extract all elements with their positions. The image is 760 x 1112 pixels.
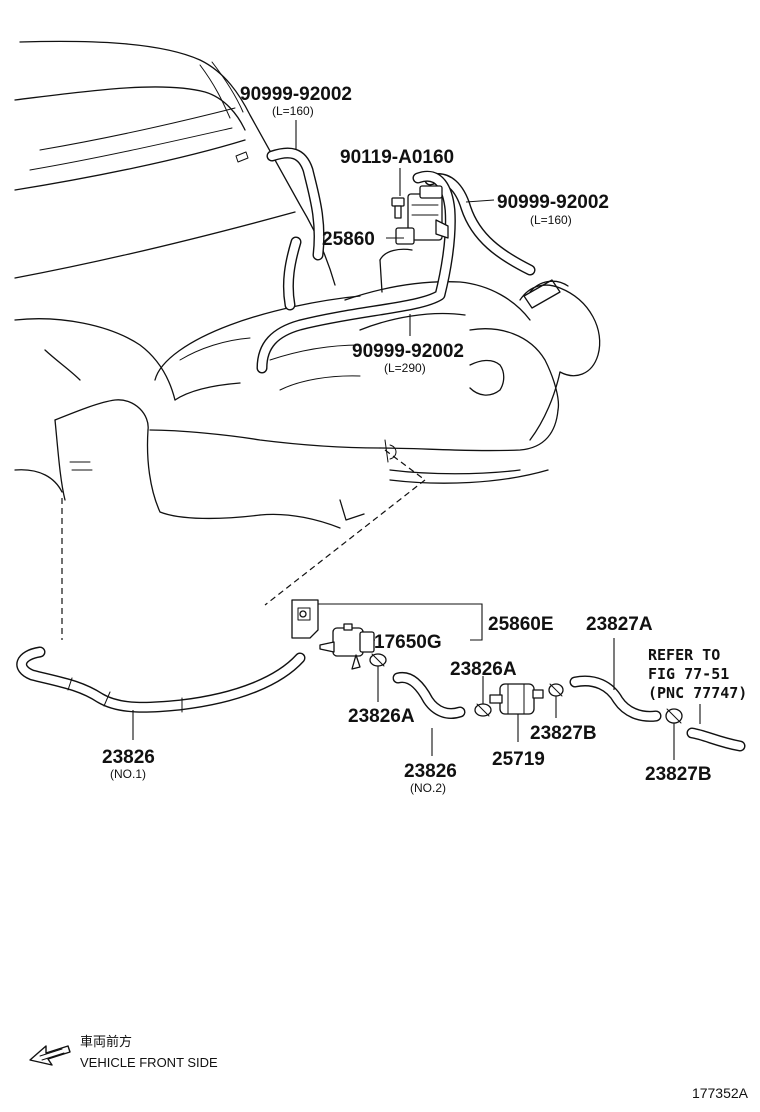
label-vsv: 25860 xyxy=(322,229,375,250)
illustration-code: 177352A xyxy=(692,1085,749,1101)
label-hose-no2-sub: (NO.2) xyxy=(410,781,446,795)
hose-23827a xyxy=(569,675,662,722)
clamp-23826a-left xyxy=(369,653,387,667)
label-refer-line2: FIG 77-51 xyxy=(648,665,729,683)
label-clamp-b1: 23827B xyxy=(530,723,597,744)
label-hose-no1-sub: (NO.1) xyxy=(110,767,146,781)
legend-japanese: 車両前方 xyxy=(80,1034,132,1049)
engine-outline xyxy=(14,40,601,640)
label-clamp-b2: 23827B xyxy=(645,764,712,785)
label-clamp-mid: 23826A xyxy=(450,659,517,680)
label-filter: 25719 xyxy=(492,749,545,770)
label-hose-vac-1-length: (L=160) xyxy=(272,104,314,118)
label-hose-vac-2-length: (L=160) xyxy=(530,213,572,227)
label-refer-line1: REFER TO xyxy=(648,646,720,664)
label-hose-no1: 23826 xyxy=(102,747,155,768)
bolt-icon xyxy=(391,197,405,219)
leader-lines xyxy=(132,120,701,760)
vsv-assembly xyxy=(395,185,449,245)
arrow-down-left-icon xyxy=(29,1045,71,1066)
label-hose-a: 23827A xyxy=(586,614,653,635)
valve-17650g xyxy=(319,623,375,670)
clamp-23827b-2 xyxy=(665,708,683,724)
clamp-23826a-mid xyxy=(474,703,492,717)
hose-23826-no1 xyxy=(16,646,306,713)
bracket-25860e xyxy=(291,599,319,639)
label-refer-line3: (PNC 77747) xyxy=(648,684,747,702)
label-bracket: 25860E xyxy=(488,614,554,635)
label-hose-vac-3: 90999-92002 xyxy=(352,341,464,362)
label-hose-vac-1: 90999-92002 xyxy=(240,84,352,105)
filter-25719 xyxy=(489,683,544,715)
label-hose-vac-2: 90999-92002 xyxy=(497,192,609,213)
legend-english: VEHICLE FRONT SIDE xyxy=(80,1055,218,1070)
label-hose-no2: 23826 xyxy=(404,761,457,782)
upper-vacuum-hoses xyxy=(256,147,536,374)
label-hose-vac-3-length: (L=290) xyxy=(384,361,426,375)
hose-77747-ref xyxy=(686,727,746,752)
label-valve: 17650G xyxy=(374,632,442,653)
label-bolt: 90119-A0160 xyxy=(340,147,454,168)
hose-23826-no2 xyxy=(392,672,466,719)
label-clamp-left: 23826A xyxy=(348,706,415,727)
clamp-23827b-1 xyxy=(548,683,564,697)
